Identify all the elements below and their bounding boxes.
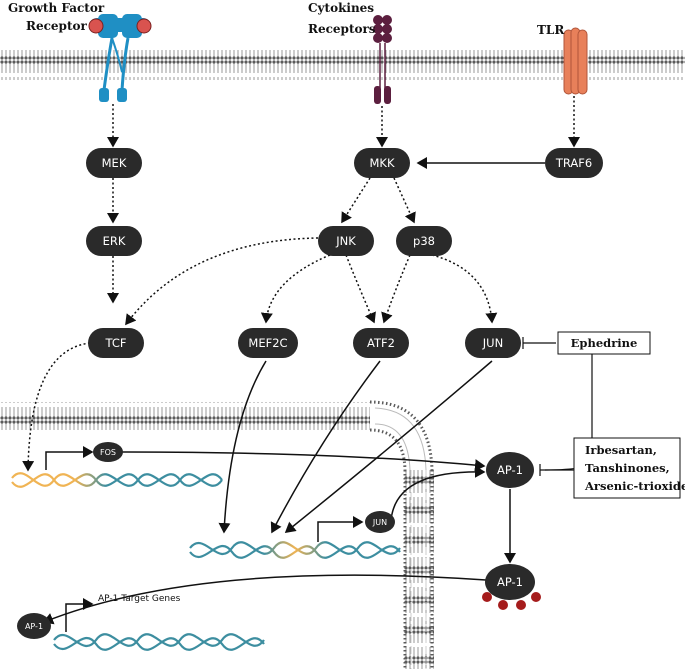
nuclear-membrane xyxy=(0,400,434,669)
svg-text:JUN: JUN xyxy=(372,518,387,527)
svg-text:Tanshinones,: Tanshinones, xyxy=(585,461,670,475)
svg-text:AP-1: AP-1 xyxy=(497,463,523,477)
svg-text:ATF2: ATF2 xyxy=(367,336,395,350)
tlr-icon xyxy=(563,27,588,95)
node-jun: JUN xyxy=(465,328,521,358)
svg-text:MEK: MEK xyxy=(102,156,127,170)
dna-strand-left xyxy=(11,472,223,488)
growth-factor-label: Growth Factor xyxy=(8,1,105,15)
receptor-label: Receptor xyxy=(26,19,87,33)
cytokines-label: Cytokines xyxy=(308,1,374,15)
svg-text:ERK: ERK xyxy=(103,234,126,248)
svg-text:TRAF6: TRAF6 xyxy=(555,156,592,170)
node-jun-small: JUN xyxy=(365,511,395,533)
node-fos-small: FOS xyxy=(93,442,123,462)
node-ap1-lower: AP-1 xyxy=(482,564,541,610)
svg-text:MEF2C: MEF2C xyxy=(248,336,287,350)
svg-text:Irbesartan,: Irbesartan, xyxy=(585,443,657,457)
svg-text:p38: p38 xyxy=(413,234,435,248)
node-tcf: TCF xyxy=(88,328,144,358)
signaling-arrows xyxy=(22,96,580,632)
svg-text:Arsenic-trioxide: Arsenic-trioxide xyxy=(584,479,685,493)
node-atf2: ATF2 xyxy=(353,328,409,358)
node-mef2c: MEF2C xyxy=(238,328,298,358)
svg-text:FOS: FOS xyxy=(100,448,116,457)
node-ap1-upper: AP-1 xyxy=(486,452,534,488)
svg-text:TCF: TCF xyxy=(105,336,127,350)
cytokine-receptor-icon xyxy=(373,15,392,104)
svg-text:MKK: MKK xyxy=(369,156,394,170)
ephedrine-box: Ephedrine xyxy=(557,331,651,355)
node-erk: ERK xyxy=(86,226,142,256)
node-traf6: TRAF6 xyxy=(545,148,603,178)
svg-text:JNK: JNK xyxy=(335,234,356,248)
node-ap1-small: AP-1 xyxy=(17,613,51,639)
ap1-target-genes-label: AP-1 Target Genes xyxy=(98,594,181,604)
tlr-label: TLR xyxy=(537,23,565,37)
cytokines-receptors-label: Receptors xyxy=(308,22,376,36)
dna-strand-middle xyxy=(189,541,401,559)
node-jnk: JNK xyxy=(318,226,374,256)
node-mkk: MKK xyxy=(354,148,410,178)
svg-text:Ephedrine: Ephedrine xyxy=(571,336,638,350)
node-p38: p38 xyxy=(396,226,452,256)
dna-strand-bottom xyxy=(53,633,265,651)
svg-text:AP-1: AP-1 xyxy=(25,622,43,631)
growth-factor-receptor-icon xyxy=(88,14,152,102)
svg-text:JUN: JUN xyxy=(482,336,503,350)
node-mek: MEK xyxy=(86,148,142,178)
svg-text:AP-1: AP-1 xyxy=(497,575,523,589)
drugs-box: Irbesartan, Tanshinones, Arsenic-trioxid… xyxy=(573,437,685,499)
